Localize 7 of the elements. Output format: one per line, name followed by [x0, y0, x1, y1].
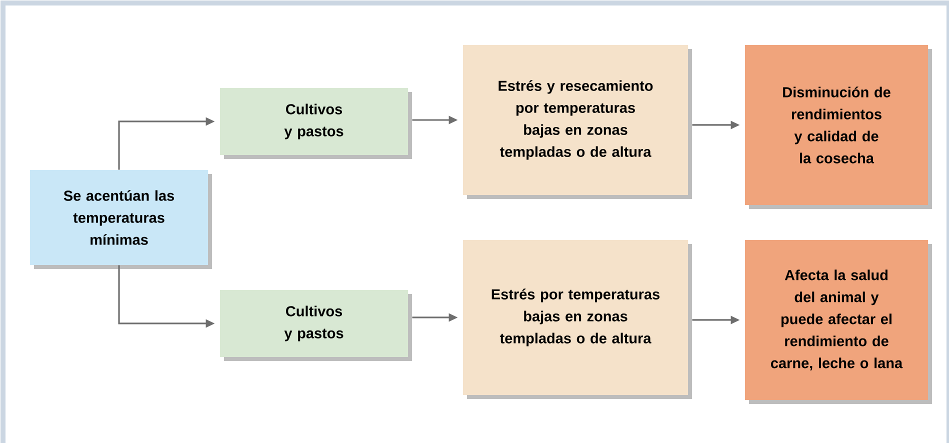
result-box: Afecta la salud del animal y puede afectar el rendimiento de carne, leche o lana — [745, 240, 932, 404]
cause-box: Se acentúan las temperaturas mínimas — [30, 170, 212, 269]
crop-box: Cultivos y pastos — [220, 88, 412, 159]
crop-box: Cultivos y pastos — [220, 290, 412, 361]
result-box: Disminución de rendimientos y calidad de la cosecha — [745, 44, 932, 209]
effect-box: Estrés por temperaturas bajas en zonas templadas o de altura — [463, 240, 692, 399]
effect-box: Estrés y resecamiento por temperaturas bajas en zonas templadas o de altura — [463, 44, 692, 199]
